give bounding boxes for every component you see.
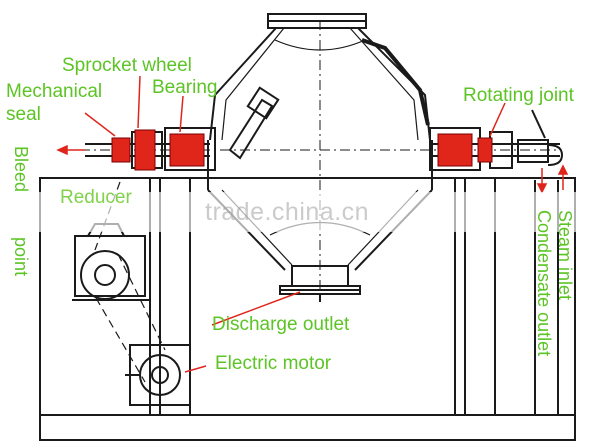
- rotating-joint: [517, 139, 549, 163]
- label-mechanical-seal: Mechanical seal: [6, 81, 103, 125]
- left-support: [149, 177, 191, 416]
- right-support: [454, 177, 496, 416]
- watermark-band: [0, 192, 600, 232]
- watermark-text: trade.china.cn: [205, 198, 370, 226]
- label-condensate-outlet: Condensate outlet: [534, 210, 554, 357]
- left-mechanical-seal: [111, 137, 131, 163]
- label-steam-inlet: Steam inlet: [555, 210, 575, 301]
- base-frame: [39, 177, 576, 441]
- vacuum-pipe: [361, 38, 430, 126]
- reducer-box: [74, 235, 146, 297]
- label-discharge-outlet: Discharge outlet: [212, 314, 350, 335]
- left-sprocket: [134, 129, 156, 171]
- label-reducer: Reducer: [60, 187, 132, 208]
- inclined-sight-pipe: [228, 98, 274, 160]
- label-electric-motor: Electric motor: [215, 353, 332, 374]
- label-sprocket-wheel: Sprocket wheel: [62, 55, 192, 76]
- reducer-wheel: [80, 250, 130, 300]
- label-rotating-joint: Rotating joint: [463, 85, 574, 106]
- label-bleed-point: Bleed point: [11, 146, 31, 277]
- label-bearing: Bearing: [152, 77, 218, 98]
- upper-cone: [209, 27, 431, 141]
- right-seal: [477, 137, 493, 163]
- left-shaft-housing: [164, 127, 216, 171]
- right-bearing: [437, 133, 473, 167]
- left-bearing: [169, 133, 205, 167]
